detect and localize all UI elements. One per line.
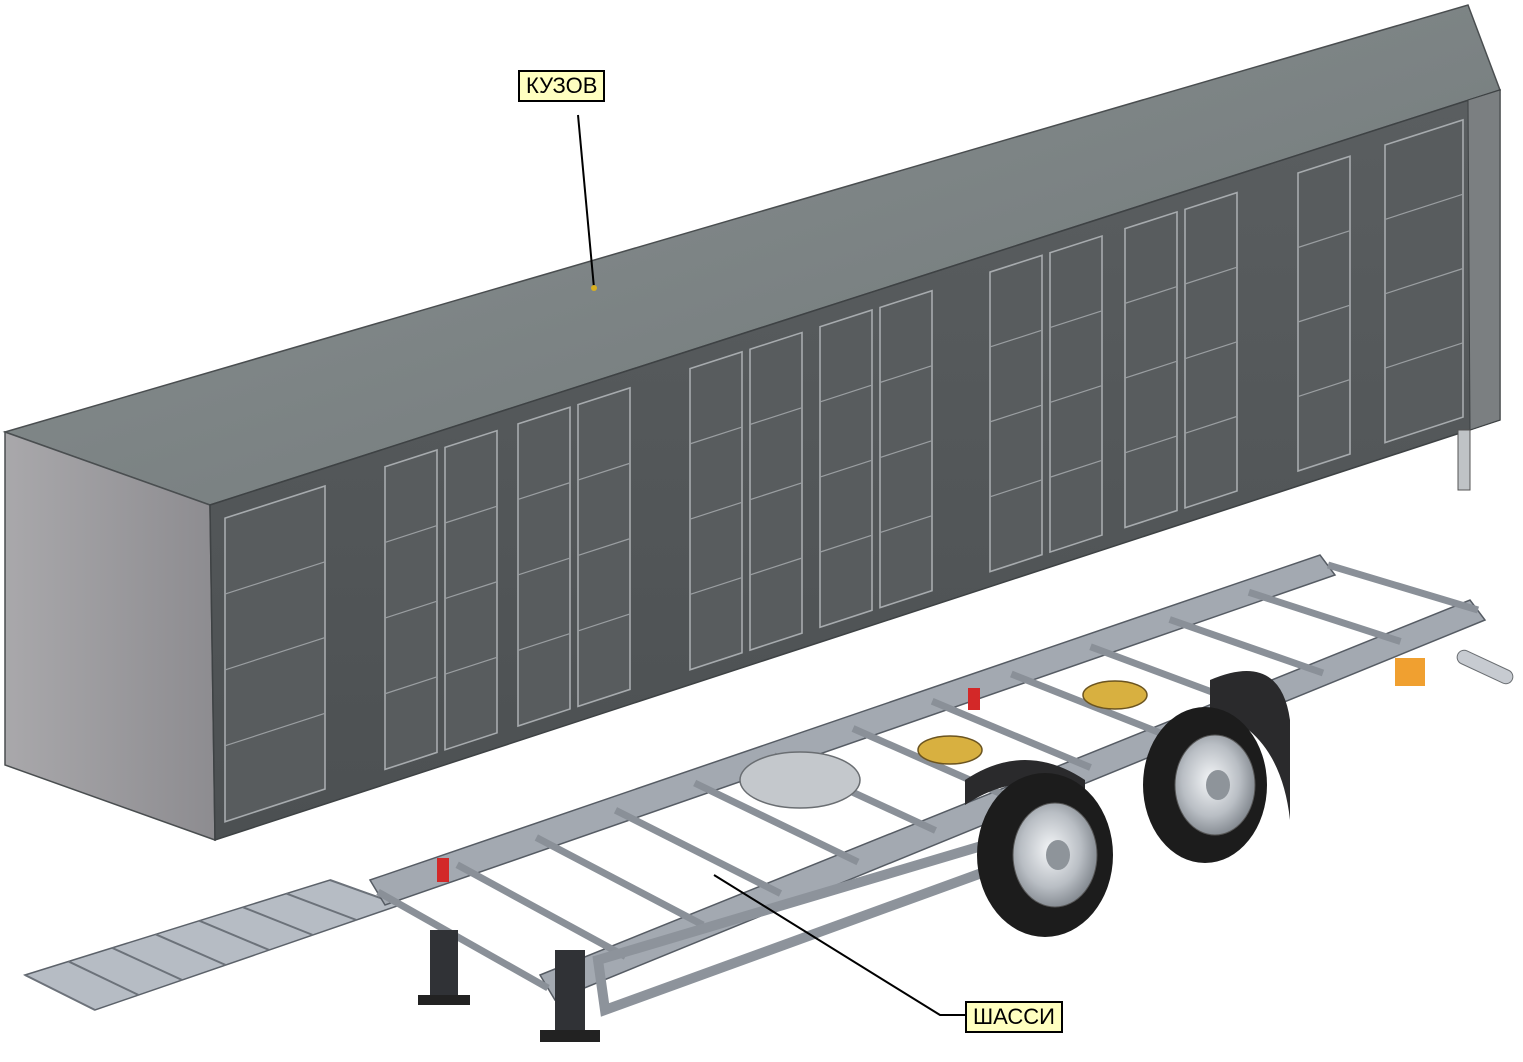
door-rail	[1049, 310, 1103, 329]
landing-leg-left	[430, 930, 458, 1000]
door-rail	[749, 407, 803, 426]
marker-lamp-front	[437, 858, 449, 882]
door-rail	[989, 479, 1043, 498]
door-rail	[517, 482, 571, 500]
door-rail	[517, 632, 571, 652]
cargo-body	[2, 4, 1501, 842]
door-rail	[1184, 415, 1238, 434]
door-rail	[384, 525, 438, 543]
door-rail	[577, 462, 631, 481]
door-rail	[689, 576, 743, 596]
crossmember	[693, 779, 860, 866]
crossmember	[455, 861, 628, 960]
rear-bumper	[1456, 649, 1514, 685]
door-rail	[1384, 267, 1464, 295]
air-spring-front	[917, 735, 983, 765]
door-rail	[749, 557, 803, 576]
landing-leg-right	[555, 950, 585, 1040]
crossmember	[1247, 588, 1402, 645]
wheel-rear	[1143, 707, 1267, 863]
door-rail	[989, 329, 1043, 348]
door-rail	[879, 440, 933, 459]
door-rail	[577, 613, 631, 632]
deck-slat	[68, 960, 140, 996]
door-rail	[224, 712, 326, 747]
body-rear-pin	[1457, 429, 1471, 491]
body-side-panels	[224, 118, 1464, 823]
door-rail	[1124, 360, 1178, 379]
crossmember	[534, 834, 705, 929]
crossmember	[1010, 670, 1170, 740]
deck-slat	[111, 946, 183, 981]
door-rail	[819, 459, 873, 478]
chassis-front-deck	[22, 879, 403, 1011]
door-rail	[879, 365, 933, 384]
door-rail	[1384, 193, 1464, 220]
door-rail	[689, 426, 743, 445]
marker-lamp-mid	[968, 688, 980, 710]
door-rail	[1184, 341, 1238, 360]
door-rail	[444, 505, 498, 524]
door-rail	[1049, 459, 1103, 478]
door-rail	[224, 636, 326, 671]
door-rail	[517, 557, 571, 576]
crossmember	[1326, 561, 1480, 614]
door-rail	[689, 501, 743, 520]
callout-chassis-label: ШАССИ	[965, 1001, 1063, 1033]
crossmember	[930, 698, 1092, 771]
landing-foot-right	[540, 1030, 600, 1042]
body-rear-edge	[1467, 89, 1501, 431]
door-rail	[989, 404, 1043, 423]
door-rail	[1297, 230, 1351, 249]
door-rail	[1184, 266, 1238, 285]
deck-slat	[286, 892, 357, 921]
crossmember	[1168, 616, 1325, 677]
door-rail	[444, 581, 498, 600]
door-rail	[1384, 342, 1464, 369]
deck-slat	[155, 933, 227, 966]
door-rail	[1297, 304, 1351, 323]
door-rail	[1049, 384, 1103, 403]
callout-body-label: КУЗОВ	[518, 70, 606, 102]
deck-slat	[24, 974, 96, 1011]
air-tank	[739, 751, 861, 809]
leader-dot-body	[591, 285, 597, 291]
door-rail	[1124, 286, 1178, 304]
deck-slat	[242, 906, 314, 936]
leader-line-body	[577, 114, 595, 289]
chassis-crossmembers	[376, 561, 1480, 992]
rear-lamp-orange	[1395, 658, 1425, 686]
deck-slat	[198, 919, 270, 951]
landing-foot-left	[418, 995, 470, 1005]
mudguard-rear	[1210, 671, 1290, 820]
door-rail	[1297, 379, 1351, 398]
crossmember	[613, 807, 783, 897]
crossmember	[376, 888, 550, 992]
wheel-front	[977, 773, 1113, 937]
leader-line-chassis	[713, 874, 965, 1016]
door-rail	[384, 600, 438, 619]
door-rail	[577, 538, 631, 557]
door-rail	[1124, 435, 1178, 454]
chassis	[22, 554, 1514, 1042]
door-rail	[384, 676, 438, 695]
chassis-deck-slats	[24, 879, 401, 1011]
door-rail	[444, 656, 498, 675]
door-rail	[819, 534, 873, 553]
air-spring-rear	[1082, 680, 1148, 710]
door-rail	[224, 561, 326, 595]
door-rail	[819, 384, 873, 403]
door-rail	[749, 482, 803, 501]
door-rail	[879, 515, 933, 534]
